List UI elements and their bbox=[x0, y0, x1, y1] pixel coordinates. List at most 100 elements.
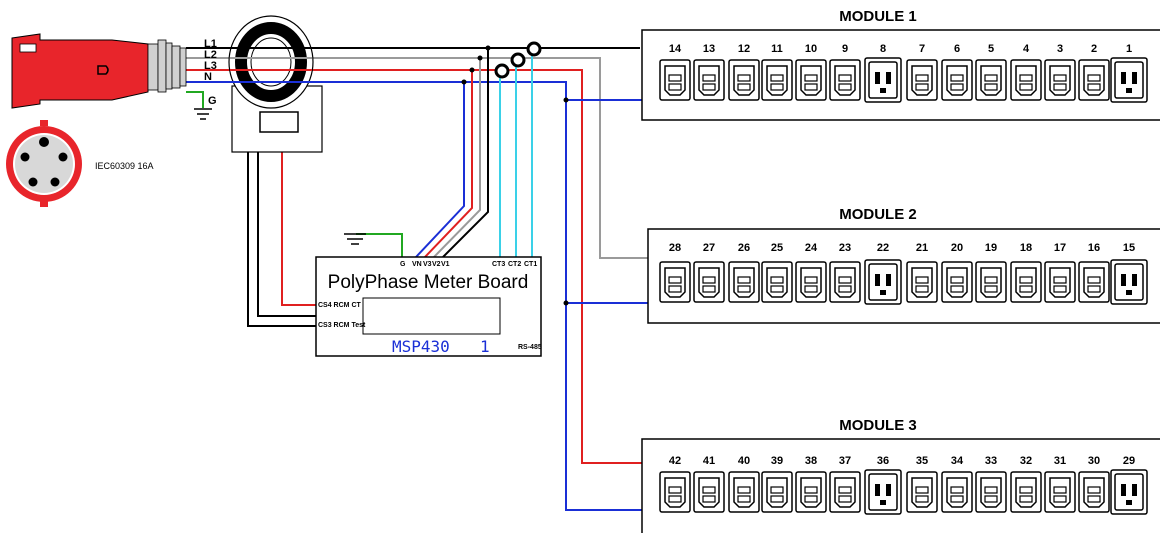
outlet-11: 11 bbox=[761, 43, 793, 101]
outlet-1: 1 bbox=[1110, 43, 1148, 103]
wire-l3 bbox=[186, 69, 642, 464]
rcm-current-transformer bbox=[228, 15, 323, 153]
mcu-label: MSP430 bbox=[392, 337, 450, 356]
wire-label-g: G bbox=[208, 95, 217, 107]
outlet-number: 7 bbox=[919, 43, 925, 55]
outlet-number: 5 bbox=[988, 43, 994, 55]
outlet-19: 19 bbox=[975, 242, 1007, 303]
outlet-2: 2 bbox=[1078, 43, 1110, 101]
rcm-ct-line bbox=[281, 133, 316, 306]
iec60309-plug: L1 L2 L3 N G bbox=[11, 33, 217, 120]
outlet-number: 29 bbox=[1123, 455, 1135, 467]
outlet-30: 30 bbox=[1078, 455, 1110, 513]
outlet-number: 9 bbox=[842, 43, 848, 55]
current-transformer-3 bbox=[494, 63, 510, 79]
wire-l2 bbox=[186, 57, 648, 259]
outlet-number: 32 bbox=[1020, 455, 1032, 467]
outlet-number: 36 bbox=[877, 455, 889, 467]
outlet-20: 20 bbox=[941, 242, 973, 303]
outlet-number: 6 bbox=[954, 43, 960, 55]
outlet-number: 37 bbox=[839, 455, 851, 467]
rcm-ct-base bbox=[259, 111, 299, 133]
outlet-13: 13 bbox=[693, 43, 725, 101]
outlet-number: 18 bbox=[1020, 242, 1032, 254]
outlet-21: 21 bbox=[906, 242, 938, 303]
wire-neutral bbox=[186, 81, 642, 511]
outlet-8: 8 bbox=[864, 43, 902, 103]
wire-label-l2: L2 bbox=[204, 49, 217, 61]
outlet-18: 18 bbox=[1010, 242, 1042, 303]
outlet-number: 26 bbox=[738, 242, 750, 254]
outlet-6: 6 bbox=[941, 43, 973, 101]
phase-current-transformers bbox=[494, 41, 542, 79]
outlet-number: 40 bbox=[738, 455, 750, 467]
outlet-number: 25 bbox=[771, 242, 783, 254]
plug-grip bbox=[147, 39, 187, 93]
outlet-27: 27 bbox=[693, 242, 725, 303]
outlet-14: 14 bbox=[659, 43, 691, 101]
pin-label-v1: V1 bbox=[441, 261, 450, 268]
outlet-number: 1 bbox=[1126, 43, 1132, 55]
pin-label-ct2: CT2 bbox=[508, 261, 521, 268]
outlet-number: 21 bbox=[916, 242, 928, 254]
outlet-10: 10 bbox=[795, 43, 827, 101]
outlet-number: 8 bbox=[880, 43, 886, 55]
outlet-number: 2 bbox=[1091, 43, 1097, 55]
ground-symbol-icon bbox=[194, 108, 212, 120]
outlet-number: 10 bbox=[805, 43, 817, 55]
polyphase-meter-board: PolyPhase Meter Board MSP430 1 RS-485 CS… bbox=[315, 233, 542, 357]
pin-label-v2: V2 bbox=[432, 261, 441, 268]
current-transformer-1 bbox=[526, 41, 542, 57]
outlet-number: 35 bbox=[916, 455, 928, 467]
outlet-number: 22 bbox=[877, 242, 889, 254]
outlet-38: 38 bbox=[795, 455, 827, 513]
pin-label-ct1: CT1 bbox=[524, 261, 537, 268]
outlet-16: 16 bbox=[1078, 242, 1110, 303]
outlet-number: 27 bbox=[703, 242, 715, 254]
outlet-41: 41 bbox=[693, 455, 725, 513]
rcm-test-line-a bbox=[257, 100, 316, 317]
outlet-number: 17 bbox=[1054, 242, 1066, 254]
sense-vn bbox=[415, 82, 465, 258]
outlet-number: 3 bbox=[1057, 43, 1063, 55]
outlet-39: 39 bbox=[761, 455, 793, 513]
outlet-5: 5 bbox=[975, 43, 1007, 101]
rcm-test-line-b bbox=[247, 100, 316, 327]
outlet-32: 32 bbox=[1010, 455, 1042, 513]
outlet-24: 24 bbox=[795, 242, 827, 303]
outlet-number: 12 bbox=[738, 43, 750, 55]
board-ground-wire bbox=[356, 233, 403, 257]
outlet-number: 19 bbox=[985, 242, 997, 254]
module-1-title: MODULE 1 bbox=[839, 8, 917, 25]
outlet-number: 23 bbox=[839, 242, 851, 254]
outlet-34: 34 bbox=[941, 455, 973, 513]
outlet-22: 22 bbox=[864, 242, 902, 305]
module-3-title: MODULE 3 bbox=[839, 417, 917, 434]
outlet-37: 37 bbox=[829, 455, 861, 513]
outlet-40: 40 bbox=[728, 455, 760, 513]
unit-number: 1 bbox=[480, 337, 490, 356]
pin-label-rcm-test: CS3 RCM Test bbox=[318, 322, 366, 329]
outlet-number: 16 bbox=[1088, 242, 1100, 254]
pin-label-vn: VN bbox=[412, 261, 422, 268]
outlet-number: 24 bbox=[805, 242, 818, 254]
junction-dots bbox=[461, 45, 569, 306]
outlet-4: 4 bbox=[1010, 43, 1042, 101]
outlet-number: 11 bbox=[771, 43, 783, 55]
module-1: MODULE 1 14 13 12 11 10 9 8 7 6 5 4 3 2 1 bbox=[641, 8, 1160, 121]
plug-slot-icon bbox=[97, 65, 109, 75]
pin-label-rcm-ct: CS4 RCM CT bbox=[318, 302, 362, 309]
meter-display bbox=[362, 297, 501, 335]
module-2-title: MODULE 2 bbox=[839, 206, 917, 223]
plug-ground-wire bbox=[186, 91, 204, 108]
wire-label-n: N bbox=[204, 71, 212, 83]
outlet-number: 14 bbox=[669, 43, 682, 55]
outlet-25: 25 bbox=[761, 242, 793, 303]
outlet-9: 9 bbox=[829, 43, 861, 101]
outlet-number: 38 bbox=[805, 455, 817, 467]
board-ground-icon bbox=[344, 233, 366, 245]
sense-v1 bbox=[442, 48, 489, 258]
outlet-33: 33 bbox=[975, 455, 1007, 513]
